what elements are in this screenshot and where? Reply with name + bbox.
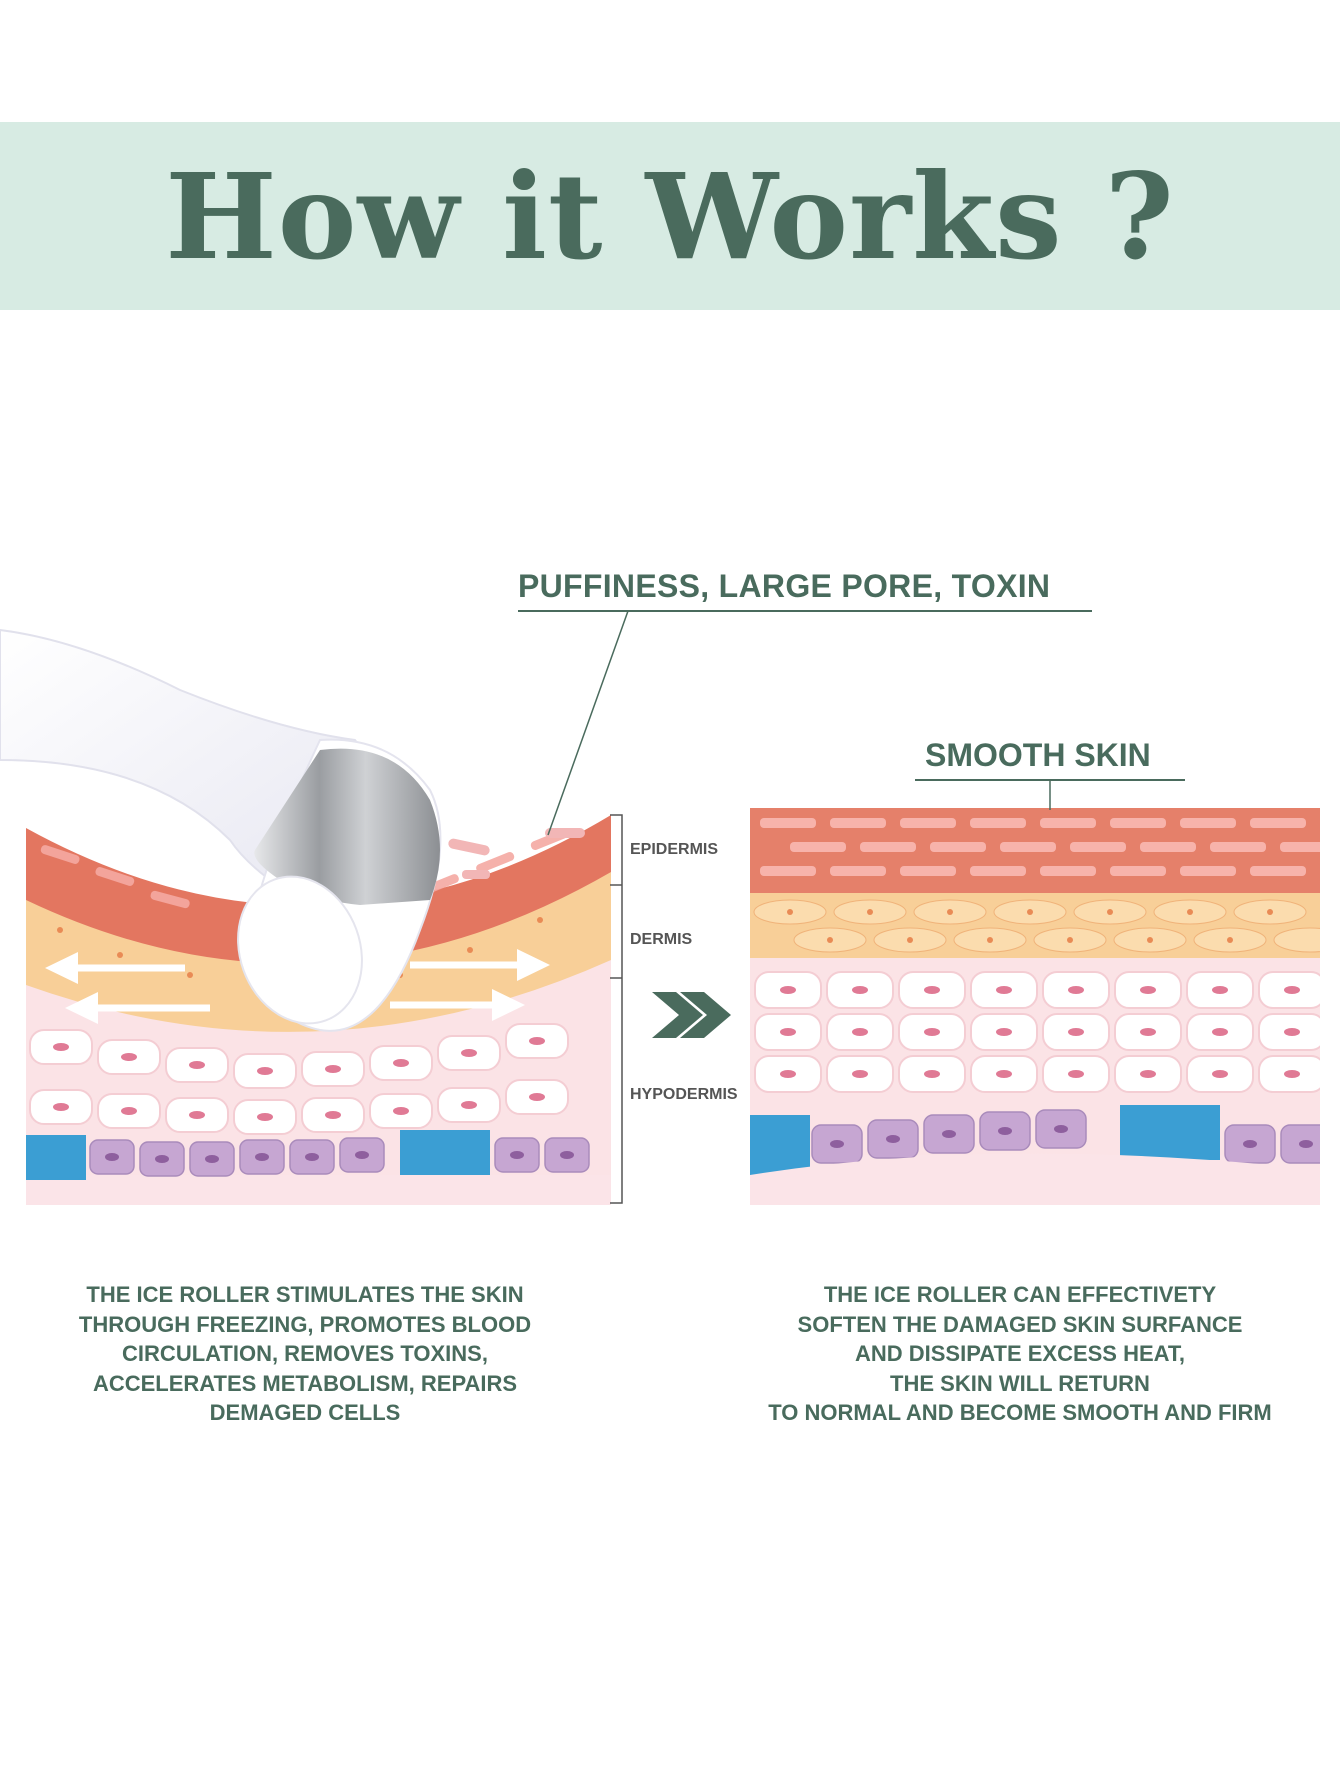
puffiness-label: PUFFINESS, LARGE PORE, TOXIN	[518, 568, 1051, 604]
caption-left: THE ICE ROLLER STIMULATES THE SKIN THROU…	[20, 1280, 590, 1428]
page-title: How it Works ?	[165, 146, 1175, 286]
caption-left-line: THE ICE ROLLER STIMULATES THE SKIN	[86, 1282, 524, 1307]
ice-roller-icon	[0, 628, 442, 1032]
caption-right-line: AND DISSIPATE EXCESS HEAT,	[854, 1341, 1186, 1366]
caption-left-line: THROUGH FREEZING, PROMOTES BLOOD	[78, 1311, 532, 1337]
skin-after	[750, 808, 1320, 1205]
header-banner: How it Works ?	[0, 122, 1340, 310]
caption-right-line: THE ICE ROLLER CAN EFFECTIVETY	[823, 1282, 1217, 1307]
layer-label-dermis: DERMIS	[630, 931, 693, 948]
toxin-particles	[448, 828, 585, 879]
caption-left-line: CIRCULATION, REMOVES TOXINS,	[122, 1341, 488, 1366]
smooth-skin-label: SMOOTH SKIN	[925, 737, 1151, 773]
skin-before	[26, 815, 611, 1205]
double-chevron-icon	[652, 992, 731, 1038]
caption-left-line: ACCELERATES METABOLISM, REPAIRS	[92, 1370, 518, 1396]
puffiness-pointer	[547, 610, 629, 836]
caption-right-line: TO NORMAL AND BECOME SMOOTH AND FIRM	[768, 1400, 1272, 1425]
caption-right-line: THE SKIN WILL RETURN	[890, 1370, 1150, 1396]
layer-label-hypodermis: HYPODERMIS	[630, 1086, 738, 1103]
caption-right-line: SOFTEN THE DAMAGED SKIN SURFANCE	[797, 1311, 1243, 1337]
caption-right: THE ICE ROLLER CAN EFFECTIVETY SOFTEN TH…	[730, 1280, 1310, 1428]
layer-label-epidermis: EPIDERMIS	[630, 841, 719, 858]
layer-bracket	[610, 814, 623, 1204]
caption-left-line: DEMAGED CELLS	[209, 1400, 401, 1425]
